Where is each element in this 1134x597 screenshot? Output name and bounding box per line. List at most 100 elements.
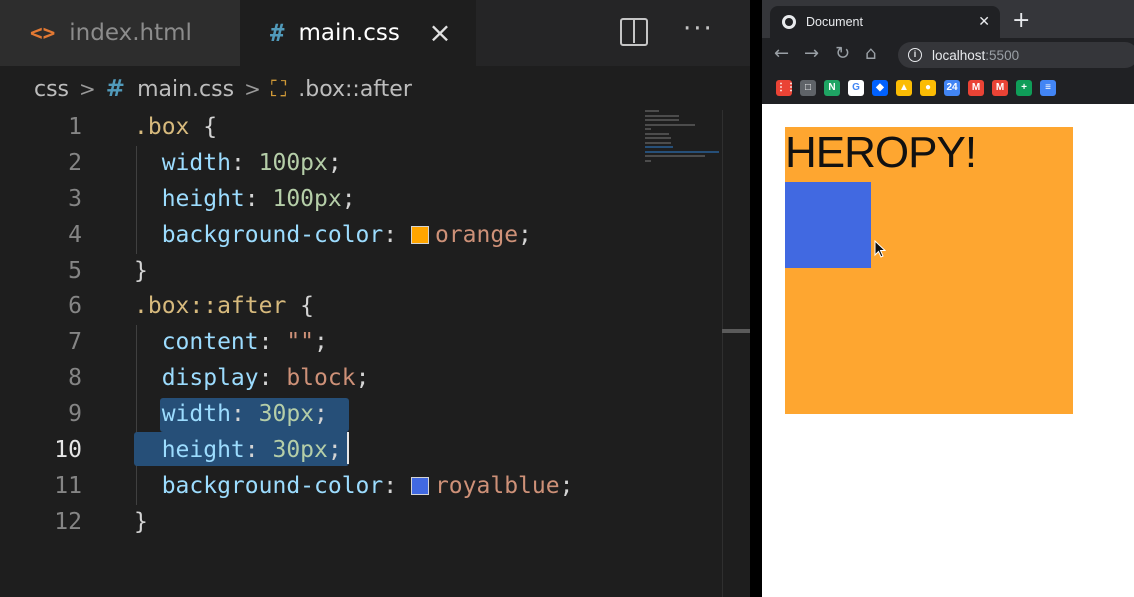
line-number: 10 [54, 437, 82, 464]
gmail-icon[interactable]: M [968, 80, 984, 96]
breadcrumb-symbol[interactable]: .box::after [298, 76, 412, 102]
code-token: content [134, 329, 259, 356]
mouse-pointer-icon [874, 240, 886, 258]
code-token: : [230, 149, 259, 176]
split-editor-icon[interactable] [620, 18, 648, 46]
close-icon[interactable]: ✕ [978, 13, 990, 29]
code-token: : [230, 401, 259, 428]
close-icon[interactable]: × [428, 16, 452, 49]
code-token: : [383, 472, 411, 499]
scrollbar-thumb[interactable] [722, 329, 750, 333]
keep-icon[interactable]: ● [920, 80, 936, 96]
browser-window: Document ✕ + ← → ↻ ⌂ i localhost:5500 ⋮⋮… [762, 0, 1134, 597]
code-token: 30px [258, 401, 315, 428]
vertical-scrollbar-track [722, 110, 723, 597]
code-token: width [134, 149, 231, 176]
line-number: 4 [68, 221, 82, 248]
url-port: :5500 [985, 47, 1020, 63]
code-token: 100px [258, 149, 328, 176]
after-pseudo-box [785, 182, 871, 268]
text-selection [160, 398, 349, 432]
code-token: : [258, 365, 287, 392]
text-cursor [347, 432, 349, 464]
code-line[interactable]: 9 width: 30px; [0, 397, 720, 433]
line-number: 3 [68, 185, 82, 212]
code-token: height [134, 437, 245, 464]
browser-toolbar: ← → ↻ ⌂ i localhost:5500 [762, 38, 1134, 72]
line-number: 2 [68, 149, 82, 176]
code-token: ; [355, 365, 370, 392]
code-token: 30px [272, 437, 328, 464]
minimap[interactable] [645, 110, 723, 170]
sheets-icon[interactable]: + [1016, 80, 1032, 96]
code-token: ; [327, 149, 342, 176]
breadcrumb-folder[interactable]: css [34, 76, 70, 102]
breadcrumb-file[interactable]: main.css [137, 76, 235, 102]
line-number: 11 [54, 472, 82, 499]
calendar-icon[interactable]: 24 [944, 80, 960, 96]
code-token: royalblue [434, 472, 560, 499]
code-text: .box { [134, 110, 217, 146]
text-selection [134, 432, 349, 466]
apps-grid-icon[interactable]: ⋮⋮ [776, 80, 796, 96]
code-line[interactable]: 4 background-color: orange; [0, 218, 720, 254]
more-actions-icon[interactable]: ··· [683, 14, 714, 44]
orange-box: HEROPY! [785, 127, 1073, 414]
code-token: .box::after [134, 293, 287, 320]
gmail-icon-2[interactable]: M [992, 80, 1008, 96]
home-icon[interactable]: ⌂ [865, 43, 877, 64]
code-line[interactable]: 2 width: 100px; [0, 146, 720, 182]
code-token: background-color [134, 472, 384, 499]
code-line[interactable]: 8 display: block; [0, 361, 720, 397]
code-line[interactable]: 12} [0, 505, 720, 541]
drive-icon[interactable]: ▲ [896, 80, 912, 96]
indent-guide [136, 325, 137, 505]
color-swatch-icon[interactable] [410, 225, 429, 244]
code-token: ; [314, 329, 328, 356]
code-line[interactable]: 3 height: 100px; [0, 182, 720, 218]
code-text: width: 100px; [134, 146, 342, 182]
code-line[interactable]: 5} [0, 254, 720, 290]
code-text: } [134, 254, 148, 290]
notion-icon[interactable]: N [824, 80, 840, 96]
code-line[interactable]: 6.box::after { [0, 289, 720, 325]
code-token: : [258, 329, 287, 356]
code-token: "" [286, 329, 315, 356]
info-icon[interactable]: i [908, 48, 922, 62]
code-text: height: 30px; [134, 433, 342, 469]
css-hash-icon: # [270, 19, 285, 47]
code-token: { [286, 293, 315, 320]
code-token: block [286, 365, 356, 392]
code-token: .box [134, 114, 190, 140]
forward-icon[interactable]: → [804, 43, 820, 64]
docs-icon[interactable]: ≡ [1040, 80, 1056, 96]
url-host: localhost [932, 47, 986, 63]
indent-guide [136, 146, 137, 254]
html-icon: <> [30, 21, 56, 45]
tab-main-css[interactable]: # main.css × [240, 0, 476, 66]
browser-tab[interactable]: Document ✕ [770, 6, 1000, 38]
code-text: background-color: orange; [134, 218, 532, 254]
color-swatch-icon[interactable] [410, 476, 429, 495]
code-line[interactable]: 7 content: ""; [0, 325, 720, 361]
dropbox-icon[interactable]: ◆ [872, 80, 888, 96]
reload-icon[interactable]: ↻ [835, 43, 851, 64]
code-text: height: 100px; [134, 182, 356, 218]
chevron-right-icon: > [244, 77, 261, 101]
tab-index-html[interactable]: <> index.html [0, 0, 240, 66]
address-bar[interactable]: i localhost:5500 [898, 42, 1134, 68]
google-icon[interactable]: G [848, 80, 864, 96]
code-line[interactable]: 10 height: 30px; [0, 433, 720, 469]
code-area[interactable]: 1.box {2 width: 100px;3 height: 100px;4 … [0, 110, 720, 541]
code-text: content: ""; [134, 325, 328, 361]
bookmark-icon-2[interactable]: □ [800, 80, 816, 96]
new-tab-button[interactable]: + [1012, 8, 1031, 33]
code-token: ; [341, 185, 356, 212]
back-icon[interactable]: ← [774, 43, 790, 64]
line-number: 5 [68, 257, 82, 284]
code-line[interactable]: 1.box { [0, 110, 720, 146]
code-line[interactable]: 11 background-color: royalblue; [0, 469, 720, 505]
tab-label: index.html [69, 20, 192, 46]
code-text: width: 30px; [134, 397, 328, 433]
